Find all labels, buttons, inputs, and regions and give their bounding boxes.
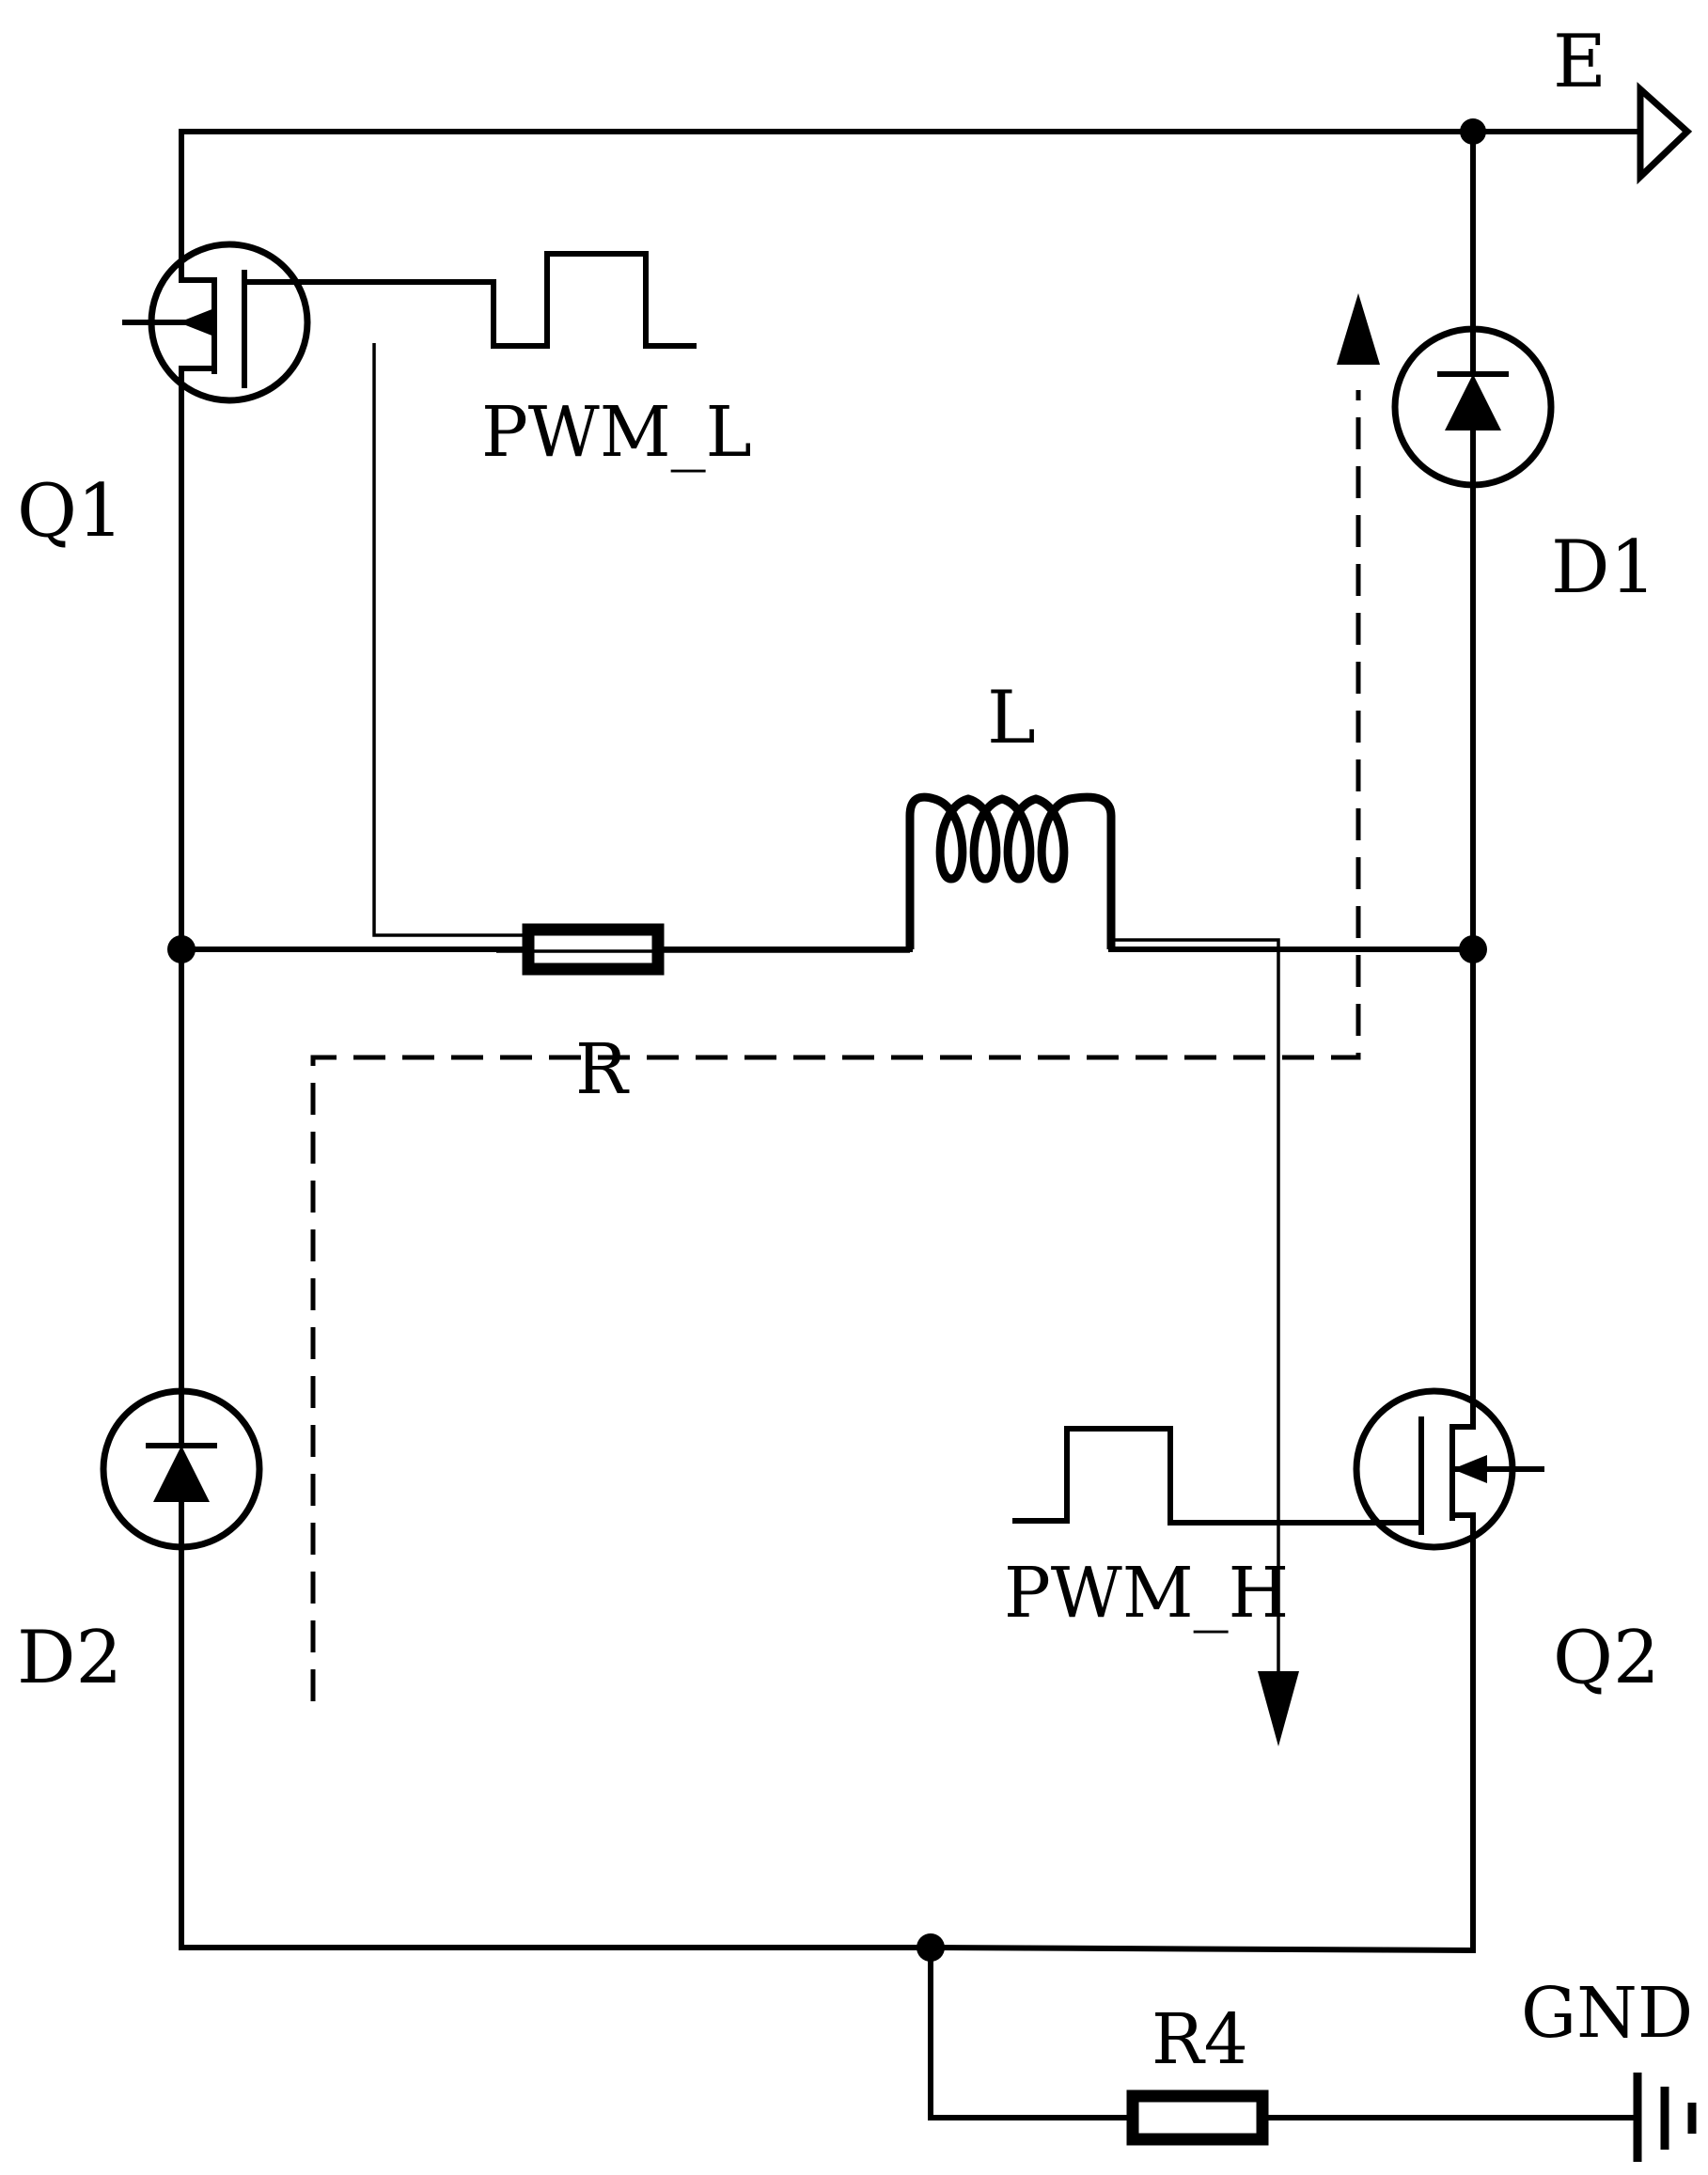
pwm-h-label: PWM_H <box>1004 1553 1289 1634</box>
bottom-rail <box>179 1933 1640 2120</box>
top-rail <box>179 118 1643 233</box>
diode-d2: D2 <box>17 1346 263 1700</box>
up-arrow-icon <box>1337 293 1380 365</box>
mosfet-q1: Q1 PWM_L <box>17 227 752 554</box>
current-path-dashed <box>310 293 1380 1701</box>
mosfet-q2: Q2 PWM_H <box>1004 1365 1660 1700</box>
resistor-r4-label: R4 <box>1152 1999 1248 2080</box>
diode-d1: D1 <box>1391 325 1656 610</box>
pwm-l-label: PWM_L <box>481 392 752 473</box>
resistor-r-label: R <box>575 1029 630 1110</box>
output-label-e: E <box>1553 20 1606 104</box>
d1-label: D1 <box>1551 525 1656 610</box>
ground-label: GND <box>1521 1973 1693 2054</box>
output-terminal-e: E <box>1553 20 1693 185</box>
left-rail <box>167 392 196 1950</box>
resistor-r4: R4 <box>1126 1999 1269 2146</box>
resistor-r: R <box>522 923 665 1110</box>
d2-label: D2 <box>17 1616 122 1700</box>
q1-label: Q1 <box>17 469 124 554</box>
inductor-l: L <box>905 676 1116 949</box>
inductor-l-label: L <box>987 676 1036 760</box>
q2-label: Q2 <box>1553 1616 1660 1700</box>
current-path-solid <box>372 343 1299 1746</box>
down-arrow-icon <box>1258 1671 1299 1746</box>
ground-symbol: GND <box>1521 1973 1697 2162</box>
